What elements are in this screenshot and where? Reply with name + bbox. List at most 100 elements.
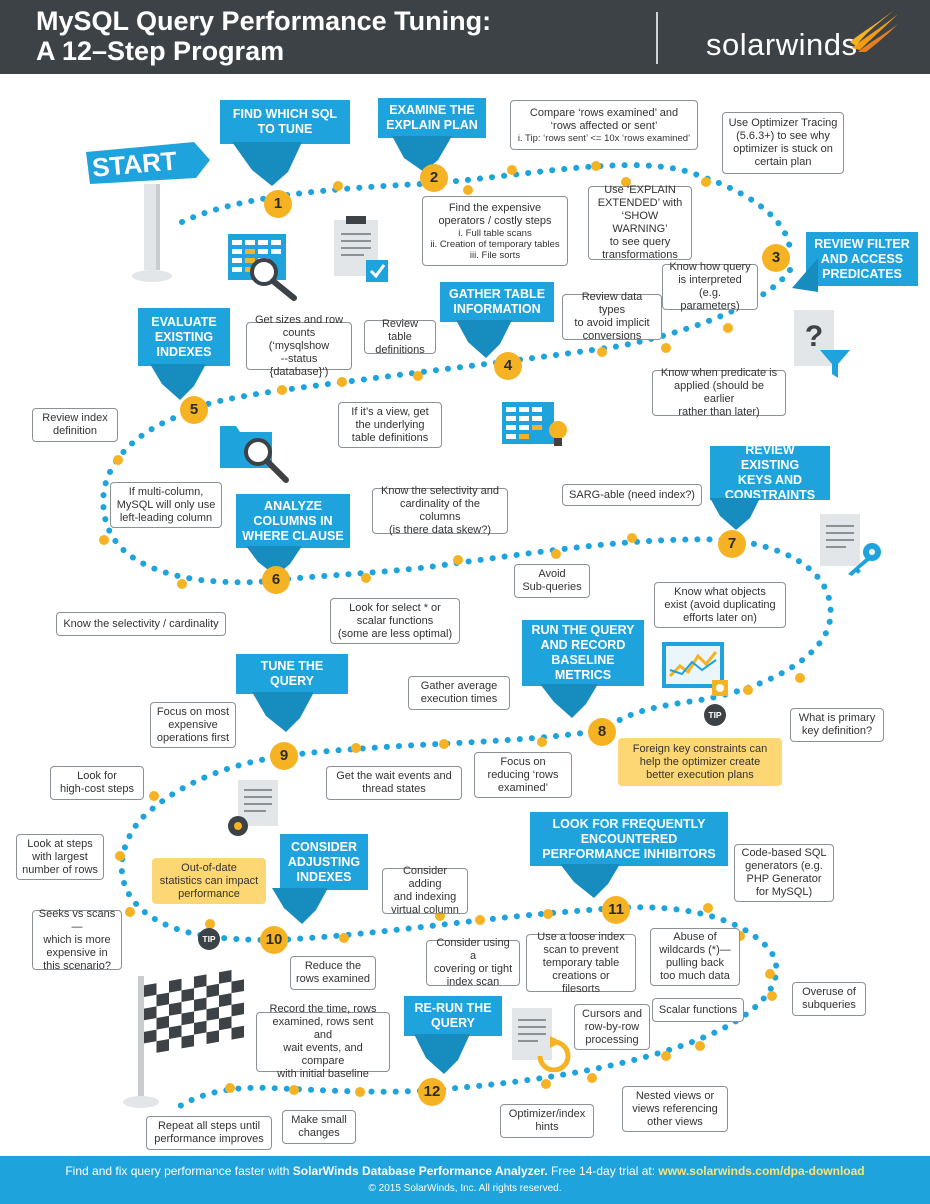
note-review-table-definitions: Review table definitions [364,318,436,356]
note-optimizer-tracing: Use Optimizer Tracing (5.6.3+) to see wh… [722,112,844,174]
note-query-interpreted: Know how query is interpreted (e.g. para… [662,261,758,312]
step-10-number: 10 [260,926,288,954]
footer-trial-link[interactable]: www.solarwinds.com/dpa-download [658,1164,865,1178]
note-review-data-types: Review data types to avoid implicit conv… [562,291,662,342]
spreadsheet-magnifier-icon [228,234,297,301]
note-explain-extended: Use ‘EXPLAIN EXTENDED’ with ‘SHOW WARNIN… [588,184,692,261]
step-4-ribbon-tail [456,320,512,358]
note-overuse-subqueries: Overuse of subqueries [792,982,866,1016]
step-11-ribbon-tail [560,864,620,898]
note-cursors: Cursors and row-by-row processing [574,1004,650,1050]
note-data-skew: Know the selectivity and cardinality of … [372,485,508,536]
note-compare-rows: Compare ‘rows examined’ and ‘rows affect… [510,100,698,150]
step-2-ribbon-tail [392,136,452,172]
note-view-definitions: If it’s a view, get the underlying table… [338,402,442,448]
step-8-ribbon-tail [540,684,598,718]
question-filter-icon: ? [794,310,850,378]
step-5-number: 5 [180,396,208,424]
solarwinds-flame-icon [850,10,898,52]
note-primary-key: What is primary key definition? [790,708,884,742]
checkered-flag-icon [123,967,244,1108]
note-seeks-vs-scans: Seeks vs scans— which is more expensive … [32,908,122,972]
footer-promo: Find and fix query performance faster wi… [65,1164,865,1178]
step-12-ribbon-tail [414,1034,470,1074]
note-virtual-column: Consider adding and indexing virtual col… [382,865,468,916]
note-loose-index-scan: Use a loose index scan to prevent tempor… [526,931,636,995]
table-lightbulb-icon [502,402,567,446]
step-1-number: 1 [264,190,292,218]
note-predicate-applied: Know when predicate is applied (should b… [652,367,786,418]
note-record-compare-baseline: Record the time, rows examined, rows sen… [256,1003,390,1080]
note-scalar-functions: Scalar functions [652,998,744,1022]
note-reduce-rows: Reduce the rows examined [290,956,376,990]
note-abuse-wildcards: Abuse of wildcards (*)— pulling back too… [650,928,740,986]
step-3-number: 3 [762,244,790,272]
note-sizes-row-counts: Get sizes and row counts (‘mysqlshow --s… [246,314,352,378]
document-gear-icon [228,780,278,836]
note-know-objects: Know what objects exist (avoid duplicati… [654,582,786,628]
footer-product-name: SolarWinds Database Performance Analyzer… [292,1164,548,1178]
step-6-ribbon-tail [246,546,302,576]
note-nested-views: Nested views or views referencing other … [622,1086,728,1132]
header-divider [656,12,658,64]
footer-bar: Find and fix query performance faster wi… [0,1156,930,1204]
step-9-ribbon-tail [252,692,314,732]
folder-magnifier-icon [220,426,289,483]
note-code-based-generators: Code-based SQL generators (e.g. PHP Gene… [734,844,834,902]
step-4-number: 4 [494,352,522,380]
note-know-selectivity: Know the selectivity / cardinality [56,612,226,636]
document-key-icon [820,514,881,576]
step-1-ribbon-tail [232,142,302,186]
page-title: MySQL Query Performance Tuning: [36,6,492,36]
note-multi-column: If multi-column, MySQL will only use lef… [110,482,222,528]
step-7-number: 7 [718,530,746,558]
note-high-cost-steps: Look for high-cost steps [50,766,144,800]
step-2-number: 2 [420,164,448,192]
sign-post-icon [132,184,172,282]
svg-text:?: ? [805,320,823,353]
step-9-number: 9 [270,742,298,770]
note-expensive-operations: Focus on most expensive operations first [150,702,236,748]
step-10-ribbon-tail [272,888,328,924]
note-expensive-operators: Find the expensive operators / costly st… [422,196,568,266]
note-largest-rows: Look at steps with largest number of row… [16,834,104,880]
step-8-number: 8 [588,718,616,746]
step-5-ribbon-tail [150,364,206,400]
note-review-index-definition: Review index definition [32,408,118,442]
note-covering-index: Consider using a covering or tight index… [426,937,520,988]
step-11-number: 11 [602,896,630,924]
brand-name: solarwinds [706,27,858,62]
step-6-number: 6 [262,566,290,594]
step-7-ribbon-tail [710,498,760,530]
tip-out-of-date-statistics: Out-of-date statistics can impact perfor… [152,858,266,904]
note-select-star: Look for select * or scalar functions (s… [330,598,460,644]
tip-foreign-keys: Foreign key constraints can help the opt… [618,738,782,786]
note-wait-events: Get the wait events and thread states [326,766,462,800]
note-repeat-steps: Repeat all steps until performance impro… [146,1116,272,1150]
note-avoid-subqueries: Avoid Sub-queries [514,564,590,598]
document-refresh-icon [512,1008,571,1072]
clipboard-check-icon [334,216,388,282]
step-3-ribbon-tail [792,258,818,292]
start-sign-icon [86,142,210,184]
header-bar: MySQL Query Performance Tuning: A 12–Ste… [0,0,930,74]
note-average-execution: Gather average execution times [408,676,510,710]
monitor-chart-icon [662,642,728,696]
tip-badge-step-8: TIP [704,704,726,726]
page-subtitle: A 12–Step Program [36,36,285,66]
tip-badge-step-10: TIP [198,928,220,950]
note-make-small-changes: Make small changes [282,1110,356,1144]
note-sarg-able: SARG-able (need index?) [562,484,702,506]
note-focus-rows-examined: Focus on reducing ‘rows examined’ [474,752,572,798]
